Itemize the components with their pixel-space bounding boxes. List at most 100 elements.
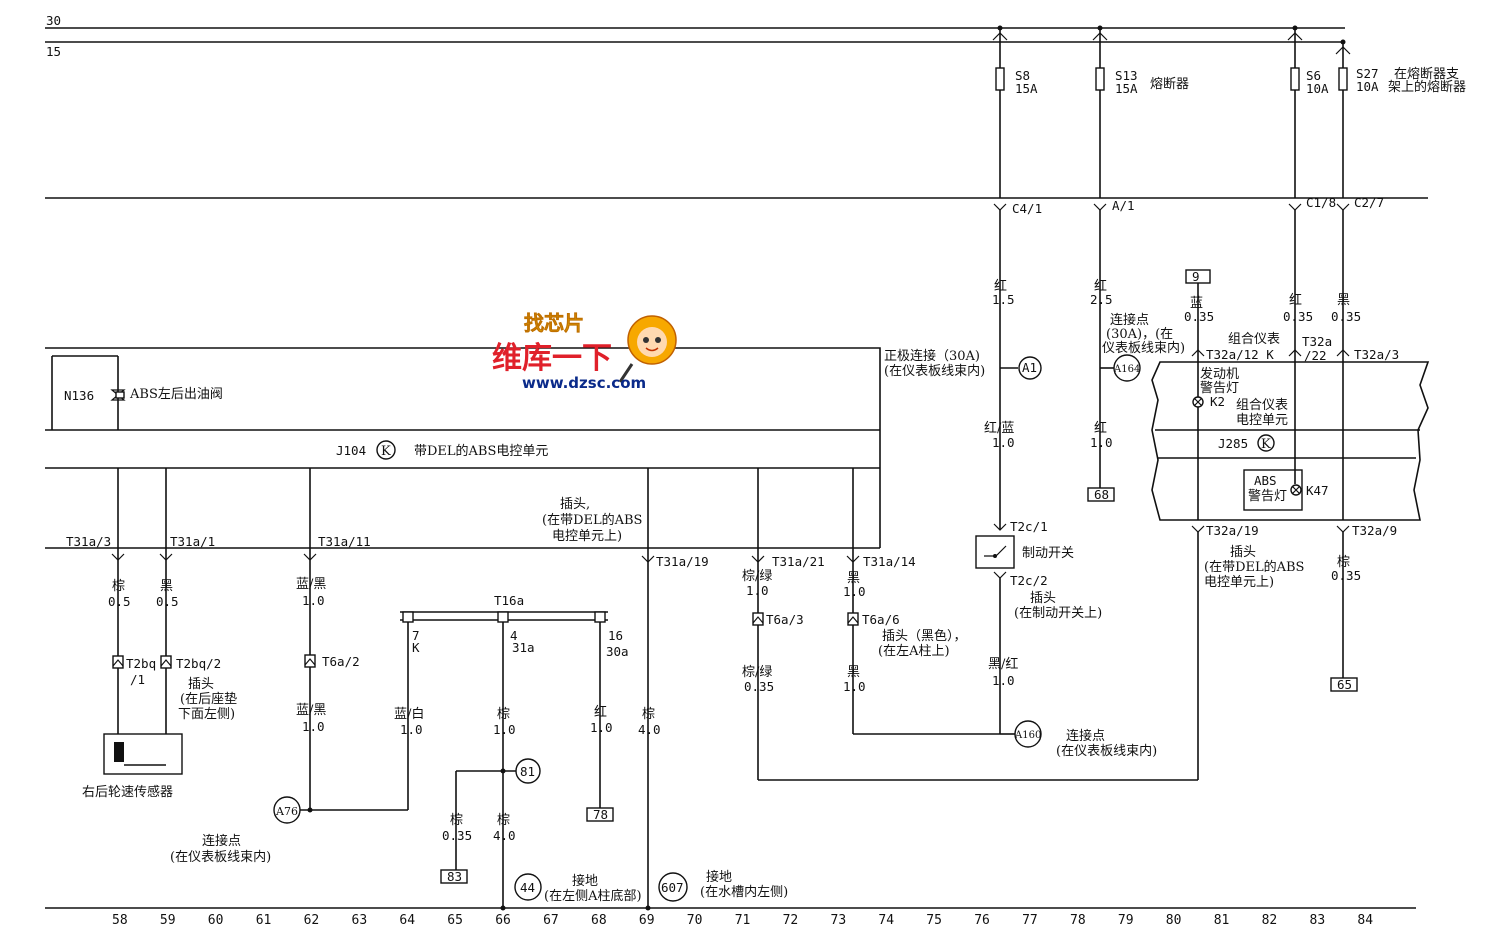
rail-15-label: 15	[46, 44, 61, 59]
conn-a76-note1: 连接点	[202, 833, 241, 849]
k2-name1: 发动机	[1200, 366, 1239, 382]
column-number: 79	[1118, 913, 1134, 928]
conn-t31a-1: T31a/1	[170, 534, 215, 549]
wire-w17-color: 棕	[642, 707, 655, 722]
wire-w21-color: 棕	[450, 813, 463, 828]
wire-w16-color: 红	[594, 704, 607, 720]
wire-w1-color: 红	[994, 278, 1007, 294]
conn30-note2: (30A)，(在	[1106, 327, 1173, 342]
wire-w12-size: 1.0	[843, 584, 866, 599]
ref-83: 83	[447, 869, 462, 884]
plug-abs-r2: (在带DEL的ABS	[1204, 559, 1304, 575]
conn-t2bq-1a: T2bq	[126, 656, 156, 671]
k47-name1: ABS	[1254, 473, 1277, 488]
column-number: 61	[256, 913, 272, 928]
j285-k-symbol: K	[1261, 437, 1271, 452]
point-a1: A1	[1022, 360, 1037, 375]
point-607: 607	[661, 880, 684, 895]
logo-main-text: 维库一下	[492, 341, 612, 376]
wire-w15-color: 棕	[497, 707, 510, 722]
conn-a76-note2: (在仪表板线束内)	[170, 849, 271, 865]
j285-id: J285	[1218, 436, 1248, 451]
t16a-pin4-31a: 31a	[512, 640, 535, 655]
conn-t2c-1: T2c/1	[1010, 519, 1048, 534]
fuse-s6: S6 10A	[1287, 25, 1329, 198]
column-number: 82	[1262, 913, 1278, 928]
conn-t2bq-2: T2bq/2	[176, 656, 221, 671]
conn-t32a-3: T32a/3	[1354, 347, 1399, 362]
conn-t6a-2: T6a/2	[322, 654, 360, 669]
fuse-s8-id: S8	[1015, 68, 1030, 83]
plug-brake-note2: (在制动开关上)	[1014, 606, 1102, 621]
column-number: 76	[974, 913, 990, 928]
j285-name1: 组合仪表	[1236, 398, 1288, 413]
column-number: 72	[783, 913, 799, 928]
wire-w20-size: 1.0	[992, 673, 1015, 688]
fuse-s27-note2: 架上的熔断器	[1388, 79, 1466, 95]
column-number: 65	[447, 913, 463, 928]
wire-w9-size: 0.5	[156, 594, 179, 609]
column-number: 59	[160, 913, 176, 928]
wire-w3-color: 蓝	[1190, 296, 1203, 311]
column-number: 62	[304, 913, 320, 928]
wire-w7-color: 红	[1094, 420, 1107, 436]
wire-w22-color: 棕	[1337, 555, 1350, 570]
wire-w17-size: 4.0	[638, 722, 661, 737]
wire-w14-size: 1.0	[400, 722, 423, 737]
plug-abs-note3: 电控单元上)	[552, 529, 622, 544]
k47-id: K47	[1306, 483, 1329, 498]
column-number: 71	[735, 913, 751, 928]
conn-t31a-14: T31a/14	[863, 554, 916, 569]
point-a164: A164	[1113, 364, 1140, 375]
conn-t31a-11: T31a/11	[318, 534, 371, 549]
rail-30-label: 30	[46, 13, 61, 28]
conn-t2bq-1b: /1	[130, 672, 145, 687]
conn-t31a-3: T31a/3	[66, 534, 111, 549]
logo-top-text: 找芯片	[524, 311, 584, 335]
circuit-brake-switch: 红 1.5 A1 正极连接（30A) (在仪表板线束内) 红/蓝 1.0 T2c…	[884, 210, 1157, 759]
watermark-logo: 找芯片 维库一下 www.dzsc.com	[492, 300, 692, 400]
instrument-cluster: 9 蓝 0.35 组合仪表 T32a/12 K 发动机 警告灯 K2 组合仪表 …	[758, 210, 1430, 781]
wire-w7-size: 1.0	[1090, 435, 1113, 450]
plug-black-note2: (在左A柱上)	[878, 644, 950, 659]
fuse-s27: S27 10A 在熔断器支 架上的熔断器	[1335, 39, 1466, 198]
circuit-wheel-sensor: T31a/3 T31a/1 棕 0.5 黑 0.5 T2bq /1 T2bq/2…	[66, 468, 237, 800]
fuse-s13-id: S13	[1115, 68, 1138, 83]
t16a-pin16-30a: 30a	[606, 644, 629, 659]
column-number: 64	[399, 913, 415, 928]
plug-abs-r1: 插头	[1230, 545, 1256, 560]
wire-w13-size: 1.0	[302, 719, 325, 734]
plug-brake-note1: 插头	[1030, 591, 1056, 606]
j104-name: 带DEL的ABS电控单元	[414, 443, 548, 459]
fuse-s8-rating: 15A	[1015, 81, 1038, 96]
point-81: 81	[520, 764, 535, 779]
column-number: 58	[112, 913, 128, 928]
gnd607-note2: (在水槽内左侧)	[700, 884, 788, 900]
conn-c2-7: C2/7	[1354, 195, 1384, 210]
wire-w18-color: 棕/绿	[742, 665, 772, 680]
t16a-pin7: 7	[412, 628, 420, 643]
pos-conn-note2: (在仪表板线束内)	[884, 363, 985, 379]
connector-t16a: T16a 7 K 4 31a 16 30a 蓝/白 1.0 棕 1.0 81 棕…	[394, 593, 629, 911]
wire-w3-size: 0.35	[1184, 309, 1214, 324]
wire-w11-size: 1.0	[746, 583, 769, 598]
fuse-s27-id: S27	[1356, 66, 1379, 81]
point-44: 44	[520, 880, 535, 895]
conn-a160-note1: 连接点	[1066, 728, 1105, 744]
conn-t32a-22a: T32a	[1302, 334, 1332, 349]
column-number: 77	[1022, 913, 1038, 928]
ref-68: 68	[1094, 487, 1109, 502]
conn30-note1: 连接点	[1110, 312, 1149, 328]
wire-w14-color: 蓝/白	[394, 706, 424, 722]
column-number: 70	[687, 913, 703, 928]
ref-9: 9	[1192, 269, 1200, 284]
k2-id: K2	[1210, 394, 1225, 409]
wire-w5-size: 0.35	[1331, 309, 1361, 324]
gnd44-note2: (在左侧A柱底部)	[544, 888, 642, 904]
wire-w6-color: 红/蓝	[984, 420, 1014, 436]
k47-name2: 警告灯	[1248, 488, 1287, 504]
fusebox-connectors: C4/1 A/1 C1/8 C2/7	[993, 195, 1384, 216]
column-number: 63	[352, 913, 368, 928]
wire-w13-color: 蓝/黑	[296, 703, 326, 718]
